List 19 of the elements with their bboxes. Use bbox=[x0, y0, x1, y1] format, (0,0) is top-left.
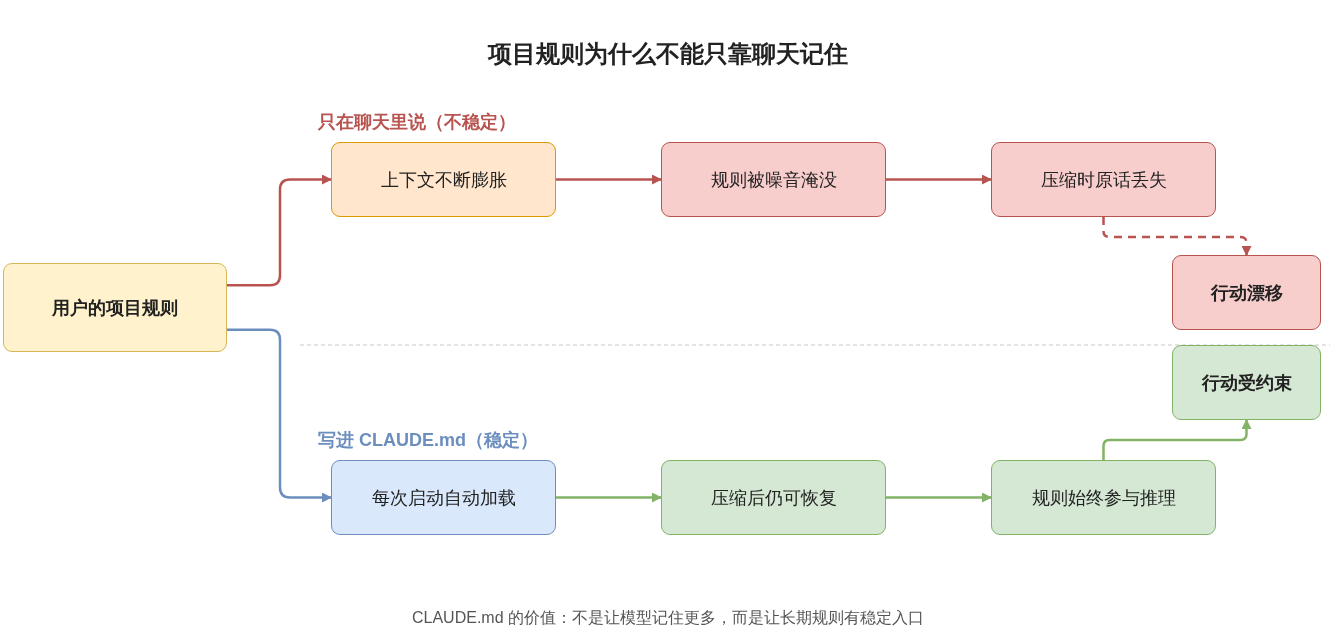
process-box: 压缩后仍可恢复 bbox=[661, 460, 886, 535]
process-box: 压缩时原话丢失 bbox=[991, 142, 1216, 217]
process-box: 行动受约束 bbox=[1172, 345, 1321, 420]
title: 项目规则为什么不能只靠聊天记住 bbox=[486, 39, 849, 69]
process-box: 规则被噪音淹没 bbox=[661, 142, 886, 217]
arrow bbox=[556, 492, 662, 503]
process-box: 行动漂移 bbox=[1172, 255, 1321, 330]
process-box: 上下文不断膨胀 bbox=[331, 142, 556, 217]
process-box: 用户的项目规则 bbox=[3, 263, 227, 352]
arrow bbox=[227, 328, 332, 503]
section-heading: 只在聊天里说（不稳定） bbox=[318, 111, 516, 134]
section-heading: 写进 CLAUDE.md（稳定） bbox=[318, 429, 538, 452]
process-box: 规则始终参与推理 bbox=[991, 460, 1216, 535]
process-box: 每次启动自动加载 bbox=[331, 460, 556, 535]
caption: CLAUDE.md 的价值：不是让模型记住更多，而是让长期规则有稳定入口 bbox=[411, 608, 925, 628]
arrow bbox=[886, 174, 992, 185]
arrow bbox=[227, 174, 332, 287]
arrow bbox=[556, 174, 662, 185]
arrow bbox=[886, 492, 992, 503]
